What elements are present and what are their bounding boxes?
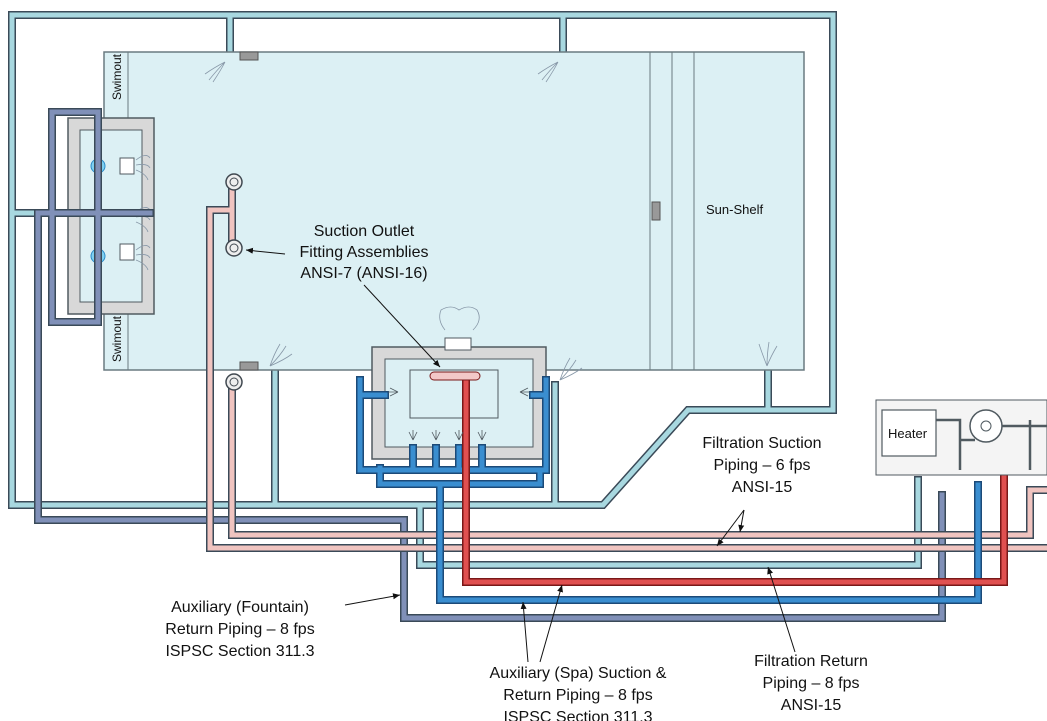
filtration-return-label-line3: ANSI-15 (781, 697, 842, 714)
spa-suction-outlet-icon (429, 371, 481, 381)
light-fixture-icon (239, 51, 661, 371)
suction-outlet-label-line1: Suction Outlet (314, 223, 415, 240)
filtration-return-label-line1: Filtration Return (754, 653, 868, 670)
return-fitting-icon (204, 61, 778, 381)
heater-label: Heater (888, 426, 928, 441)
filtration-return-label-line2: Piping – 8 fps (763, 675, 860, 692)
aux-spa-label-line3: ISPSC Section 311.3 (503, 709, 652, 721)
aux-fountain-return-piping (34, 108, 946, 622)
filtration-return-label: Filtration Return Piping – 8 fps ANSI-15 (754, 653, 868, 714)
swimout-label-bottom: Swimout (110, 315, 124, 362)
spa-jet-icon (388, 387, 530, 441)
aux-spa-label: Auxiliary (Spa) Suction & Return Piping … (490, 665, 667, 721)
aux-spa-label-line1: Auxiliary (Spa) Suction & (490, 665, 667, 682)
sun-shelf-label: Sun-Shelf (706, 202, 763, 217)
spa-basin (371, 337, 547, 460)
aux-fountain-label-line2: Return Piping – 8 fps (165, 621, 314, 638)
spa-suction-piping (356, 376, 982, 604)
swimout-label-top: Swimout (110, 53, 124, 100)
suction-outlet-label: Suction Outlet Fitting Assemblies ANSI-7… (300, 223, 429, 282)
filtration-suction-label: Filtration Suction Piping – 6 fps ANSI-1… (702, 435, 821, 496)
filtration-suction-label-line2: Piping – 6 fps (714, 457, 811, 474)
suction-outlet-drain-icon (225, 173, 243, 391)
filtration-suction-label-line1: Filtration Suction (702, 435, 821, 452)
aux-fountain-label: Auxiliary (Fountain) Return Piping – 8 f… (165, 599, 314, 660)
suction-outlet-label-line2: Fitting Assemblies (300, 244, 429, 261)
equipment-pad (875, 399, 1047, 476)
suction-outlet-label-line3: ANSI-7 (ANSI-16) (300, 265, 427, 282)
filtration-suction-label-line3: ANSI-15 (732, 479, 793, 496)
aux-fountain-label-line3: ISPSC Section 311.3 (165, 643, 314, 660)
aux-spa-label-line2: Return Piping – 8 fps (503, 687, 652, 704)
leader-arrows (245, 247, 796, 663)
aux-fountain-label-line1: Auxiliary (Fountain) (171, 599, 309, 616)
